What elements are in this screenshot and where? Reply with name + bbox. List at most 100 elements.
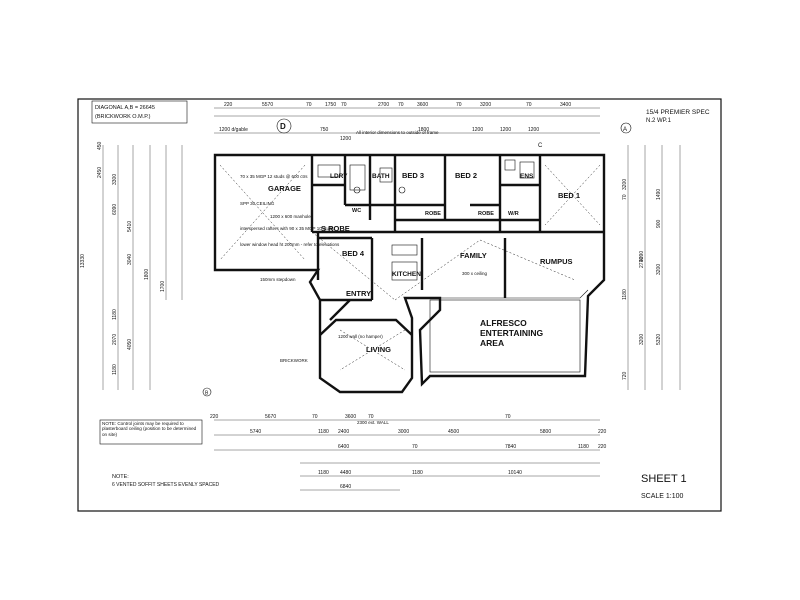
marker-a-label: A — [623, 127, 627, 133]
dim-top-6: 70 — [398, 102, 404, 108]
dim-top-7: 3600 — [417, 102, 428, 108]
note-truss: interspersed rafters with 90 x 35 MGP 10… — [240, 226, 334, 231]
control-joints-note-box — [99, 419, 203, 445]
room-entry: ENTRY — [346, 289, 371, 298]
dim-left-2: 3300 — [112, 174, 118, 185]
dim-bottom-r4-1: 4480 — [340, 470, 351, 476]
left-dimensions: 4502450330060905410304018001700118020701… — [80, 141, 183, 390]
note-ext-wall: 2300 ext. WALL — [357, 420, 389, 425]
dim-right-5: 3200 — [656, 264, 662, 275]
dim-top-1: 5570 — [262, 102, 273, 108]
room-alfresco-1: ALFRESCO — [480, 318, 527, 328]
dim-bottom-r3-3: 1180 — [578, 444, 589, 450]
dim-bottom-r2-3: 3000 — [398, 429, 409, 435]
interior-dims-note: All interior dimensions to outside of fr… — [356, 130, 439, 135]
room-alfresco-3: AREA — [480, 338, 504, 348]
dim-bottom-r1-2: 70 — [312, 414, 318, 420]
dim-top-3: 1750 — [325, 102, 336, 108]
marker-a-circle — [620, 122, 632, 134]
dim-top-sub-4: 1200 — [472, 127, 483, 133]
room-wir: W/R — [508, 211, 519, 217]
diagonal-note-box — [91, 100, 188, 124]
dim-top-sub-5: 1200 — [500, 127, 511, 133]
note-living-hamper: 1200 wall (no hamper) — [338, 334, 383, 339]
dim-left-8: 1180 — [112, 309, 118, 320]
dim-bottom-r2-5: 5800 — [540, 429, 551, 435]
dim-top-8: 70 — [456, 102, 462, 108]
dim-bottom-r2-0: 5740 — [250, 429, 261, 435]
dim-bottom-r1-0: 220 — [210, 414, 219, 420]
control-joints-note: NOTE: Control joints may be required to … — [102, 421, 196, 437]
bottom-note-text: 6 VENTED SOFFIT SHEETS EVENLY SPACED — [112, 482, 220, 488]
dim-right-2: 1490 — [656, 189, 662, 200]
dim-top-10: 70 — [526, 102, 532, 108]
dim-bottom-r3-0: 6400 — [338, 444, 349, 450]
sheet-number: SHEET 1 — [641, 473, 687, 485]
floor-plan-walls — [213, 153, 606, 394]
spec-subtitle: N.2 WP.1 — [646, 118, 672, 124]
dim-right-7: 1180 — [622, 289, 628, 300]
note-brickwork: BRICKWORK — [280, 358, 308, 363]
room-bed3: BED 3 — [402, 171, 424, 180]
dim-bottom-r3-4: 220 — [598, 444, 607, 450]
dim-right-8: 3200 — [639, 334, 645, 345]
dim-bottom-r4-3: 10140 — [508, 470, 522, 476]
dim-right-0: 3200 — [622, 179, 628, 190]
dim-top-0: 220 — [224, 102, 233, 108]
room-alfresco-2: ENTERTAINING — [480, 328, 544, 338]
plan-details — [219, 159, 601, 373]
dim-right-4: 900 — [656, 219, 662, 228]
dim-left-11: 13330 — [80, 254, 86, 268]
room-family: FAMILY — [460, 251, 487, 260]
dim-top-sub-6: 1200 — [528, 127, 539, 133]
marker-b-label: B — [205, 391, 209, 397]
room-bed4: BED 4 — [342, 249, 365, 258]
room-garage: GARAGE — [268, 184, 301, 193]
dim-bottom-r2-1: 1180 — [318, 429, 329, 435]
dim-top-sub-1: 750 — [320, 127, 329, 133]
dim-right-9: 5320 — [656, 334, 662, 345]
dim-left-0: 450 — [97, 141, 103, 150]
dim-top-11: 3400 — [560, 102, 571, 108]
dim-top-sub-0: 1200 d/gable — [219, 127, 248, 133]
dim-top-sub-3: 1800 — [418, 127, 429, 133]
dim-right-3: 4090 — [639, 251, 645, 262]
room-bath: BATH — [372, 173, 390, 180]
bottom-note-title: NOTE: — [112, 474, 129, 480]
room-ens: ENS — [520, 173, 534, 180]
diagonal-line-2: (BRICKWORK O.M.P.) — [95, 114, 151, 120]
dim-left-7: 1700 — [160, 281, 166, 292]
dim-top-sub-2: 1200 — [340, 136, 351, 142]
room-robe-1: ROBE — [425, 211, 441, 217]
dim-bottom-r1-3: 3600 — [345, 414, 356, 420]
dim-bottom-r5-0: 6840 — [340, 484, 351, 490]
marker-b-circle — [202, 387, 212, 397]
dim-bottom-r3-2: 7840 — [505, 444, 516, 450]
note-manhole: 1200 x 600 manhole — [270, 214, 311, 219]
dim-bottom-r1-1: 5670 — [265, 414, 276, 420]
dim-left-10: 1180 — [112, 364, 118, 375]
note-family-ceiling: 300 x ceiling — [462, 271, 488, 276]
dim-left-6: 1800 — [144, 269, 150, 280]
dim-right-10: 720 — [622, 371, 628, 380]
marker-d-circle — [276, 118, 292, 134]
dim-bottom-r4-2: 1180 — [412, 470, 423, 476]
dim-left-3: 6090 — [112, 204, 118, 215]
dim-right-6: 2710 — [639, 257, 645, 268]
dim-left-5: 3040 — [127, 254, 133, 265]
diagonal-line-1: DIAGONAL A,B = 26645 — [95, 105, 155, 111]
dim-bottom-r1-4: 70 — [368, 414, 374, 420]
room-kitchen: KITCHEN — [392, 271, 421, 278]
room-rumpus: RUMPUS — [540, 257, 573, 266]
dim-bottom-r2-6: 220 — [598, 429, 607, 435]
dim-bottom-r2-2: 2400 — [338, 429, 349, 435]
note-garage-frame: 70 x 35 MGP 12 studs @ 600 ctrs — [240, 174, 308, 179]
dim-top-5: 2700 — [378, 102, 389, 108]
note-lower-window: lower window head ht 200mm - refer to el… — [240, 242, 340, 247]
room-ldry: LDRY — [330, 173, 348, 180]
marker-d-label: D — [280, 122, 286, 131]
room-s-robe: S ROBE — [321, 224, 350, 233]
dim-right-1: 70 — [622, 194, 628, 200]
